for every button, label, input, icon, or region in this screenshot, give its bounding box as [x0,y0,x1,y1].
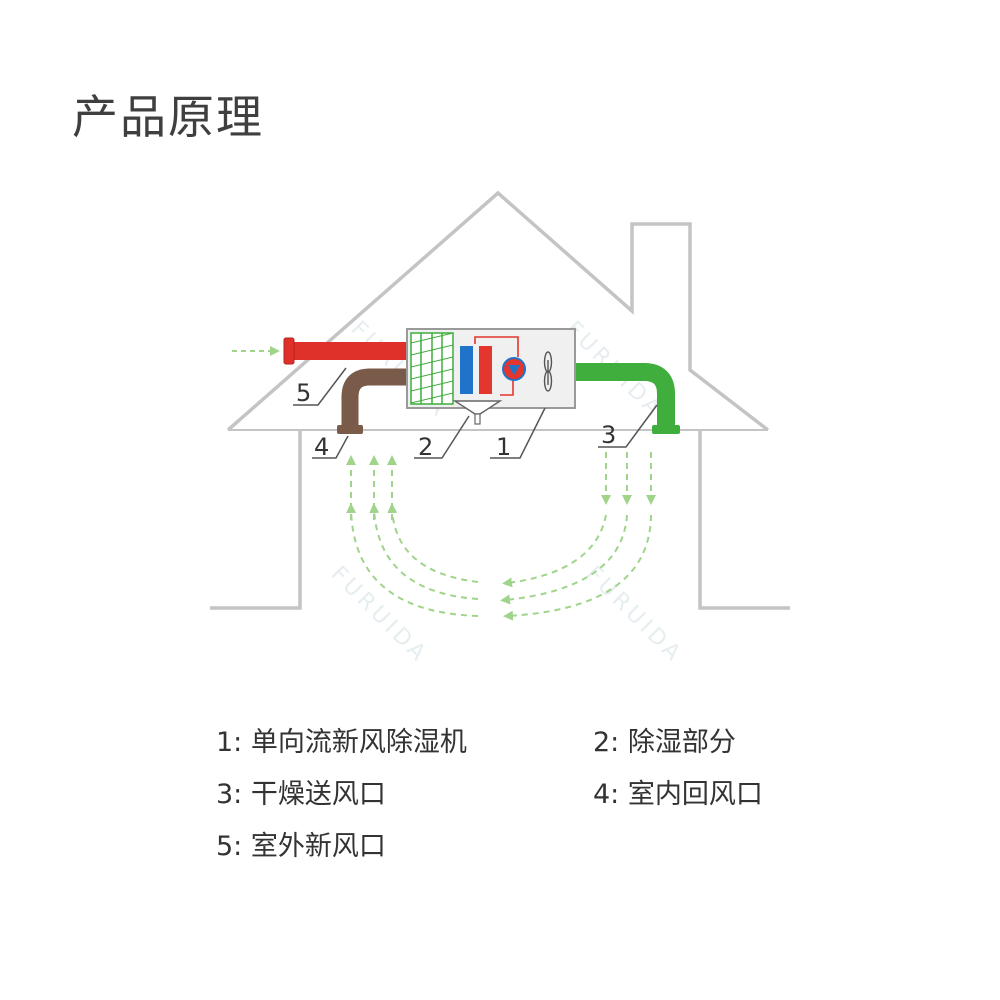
callout-label-4: 4 [314,433,329,461]
callout-label-3: 3 [601,421,616,449]
legend-item-2: 2: 除湿部分 [593,727,736,758]
indoor-airflow [346,452,656,621]
circulation-airflow-arrow [500,514,628,605]
supply-air-outlet-flange [652,425,680,434]
watermark-text: FURUIDA [581,562,688,669]
callout-label-1: 1 [496,433,511,461]
legend-item-5: 5: 室外新风口 [216,831,386,862]
callout-lines [293,367,658,459]
legend-item-4: 4: 室内回风口 [593,779,763,810]
supply-air-duct [574,363,675,428]
circulation-airflow-arrow [346,503,479,617]
return-air-duct [341,368,408,428]
house-outline [210,190,790,610]
callout-label-5: 5 [296,379,311,407]
circulation-airflow-arrow [387,503,479,583]
filter-section [410,332,454,405]
fan-icon [543,351,553,392]
callout-line-1 [490,407,546,459]
refrigerant-loop [474,336,519,396]
watermark-text: FURUIDA [326,562,433,669]
house-walls [210,430,790,610]
fresh-air-duct [283,337,408,365]
hot-coil [479,346,492,394]
house-roof [226,190,770,432]
cold-coil [460,346,473,394]
circulation-airflow-arrow [369,503,479,600]
circulation-airflow-arrow [502,514,607,588]
return-air-outlet-flange [337,425,363,434]
callout-line-2 [414,415,470,459]
dehumidifier-unit [406,328,576,425]
callout-line-4 [312,435,349,459]
legend-item-1: 1: 单向流新风除湿机 [216,727,467,758]
callout-line-5 [293,367,347,406]
callout-label-2: 2 [418,433,433,461]
callout-line-3 [598,404,658,448]
legend-item-3: 3: 干燥送风口 [216,779,386,810]
page-title: 产品原理 [72,90,264,144]
fresh-air-inlet-flange [283,337,295,365]
